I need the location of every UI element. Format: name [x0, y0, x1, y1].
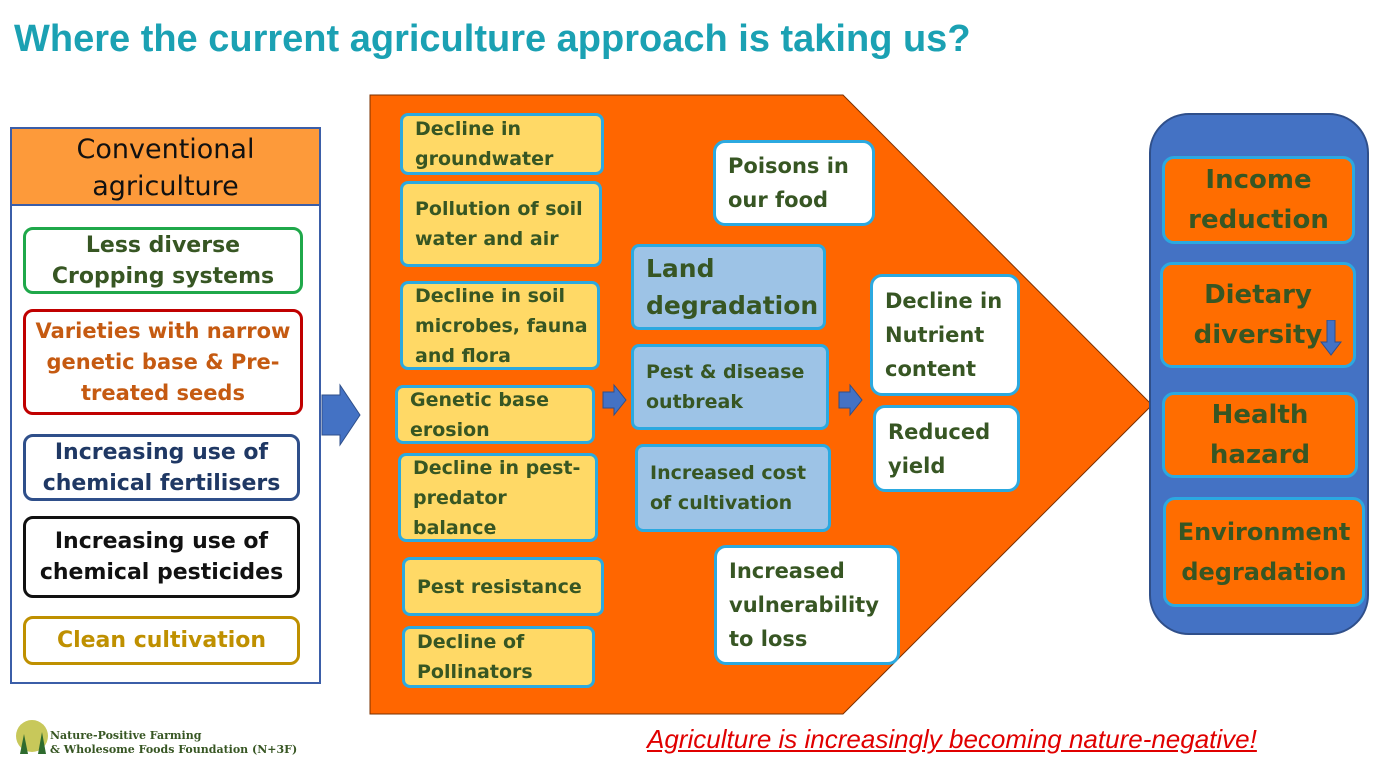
arrow-right-icon [321, 383, 361, 447]
outcome-label: Dietary diversity [1193, 280, 1323, 350]
logo-icon [16, 720, 48, 754]
nutrient-box: Decline in Nutrient content [870, 274, 1020, 396]
yield-box: Reduced yield [873, 405, 1020, 492]
practice-clean-cultivation: Clean cultivation [23, 616, 300, 665]
impact-box: Decline in groundwater [400, 113, 604, 175]
land-degradation-box: Land degradation [631, 244, 826, 330]
impact-box: Decline of Pollinators [402, 626, 595, 688]
footer-tagline: Agriculture is increasingly becoming nat… [647, 724, 1257, 754]
vulnerability-box: Increased vulnerability to loss [714, 545, 900, 665]
pest-outbreak-box: Pest & disease outbreak [631, 344, 829, 430]
logo-line-1: Nature-Positive Farming [50, 729, 202, 742]
impact-box: Decline in pest-predator balance [398, 453, 598, 542]
foundation-logo-text: Nature-Positive Farming& Wholesome Foods… [50, 729, 297, 757]
cost-box: Increased cost of cultivation [635, 444, 831, 532]
outcome-box: Health hazard [1162, 392, 1358, 478]
outcome-box: Income reduction [1162, 156, 1355, 244]
practice-less-diverse: Less diverse Cropping systems [23, 227, 303, 294]
arrow-down-icon [1320, 320, 1342, 356]
practice-fertilisers: Increasing use of chemical fertilisers [23, 434, 300, 501]
impact-box: Pollution of soil water and air [400, 181, 602, 267]
arrow-right-icon [838, 383, 863, 417]
impact-box: Genetic base erosion [395, 385, 595, 444]
impact-box: Pest resistance [402, 557, 604, 616]
outcome-box: Dietary diversity [1160, 262, 1356, 368]
logo-line-2: & Wholesome Foods Foundation (N+3F) [50, 743, 298, 756]
outcome-box: Environment degradation [1163, 497, 1365, 607]
poisons-box: Poisons in our food [713, 140, 875, 226]
slide-title: Where the current agriculture approach i… [14, 18, 971, 60]
impact-box: Decline in soil microbes, fauna and flor… [400, 281, 600, 370]
arrow-right-icon [602, 383, 627, 417]
panel-header: Conventional agriculture [12, 129, 319, 206]
practice-pesticides: Increasing use of chemical pesticides [23, 516, 300, 598]
practice-narrow-varieties: Varieties with narrow genetic base & Pre… [23, 309, 303, 415]
